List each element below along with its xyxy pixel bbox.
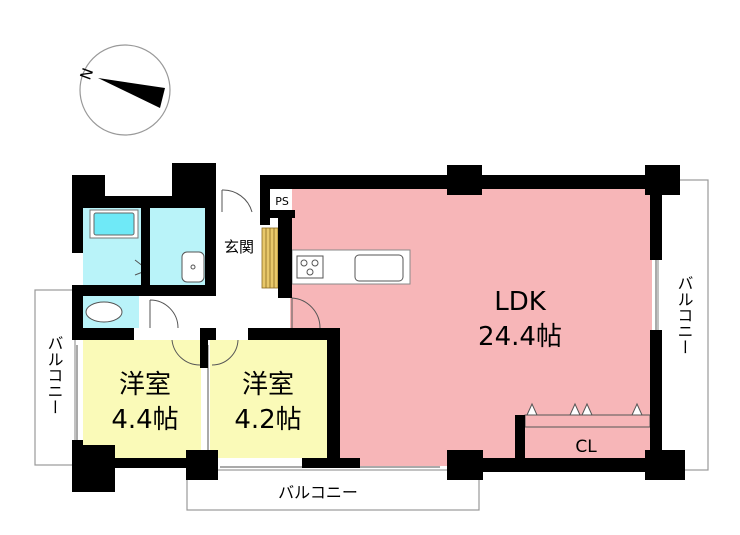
balcony-right-label: バルコニー <box>675 275 694 355</box>
balcony-bottom-label: バルコニー <box>278 483 358 502</box>
bedroom-1 <box>83 340 201 458</box>
stove <box>296 255 324 279</box>
ldk-room-lower <box>338 328 652 466</box>
compass: N <box>76 44 171 136</box>
kitchen-sink <box>354 254 404 282</box>
bedroom-2-label: 洋室 <box>242 370 294 400</box>
bedroom-1-label: 洋室 <box>119 370 171 400</box>
entrance-label: 玄関 <box>224 238 254 256</box>
ldk-size: 24.4帖 <box>478 322 562 352</box>
bedroom-2 <box>210 340 327 458</box>
balcony-left-label: バルコニー <box>45 335 64 415</box>
toilet <box>85 301 123 323</box>
balcony-bottom <box>186 469 480 511</box>
balcony-left <box>34 289 76 466</box>
walls <box>72 163 685 492</box>
north-arrow-icon <box>98 78 165 108</box>
bedroom-2-size: 4.2帖 <box>234 405 301 435</box>
balcony-right <box>657 179 709 471</box>
closet-label: CL <box>575 437 597 457</box>
bedroom-1-size: 4.4帖 <box>111 405 178 435</box>
pipe-space <box>270 189 292 210</box>
ldk-label: LDK <box>494 287 547 317</box>
wash-basin <box>181 251 205 283</box>
ps-label: PS <box>275 195 289 208</box>
